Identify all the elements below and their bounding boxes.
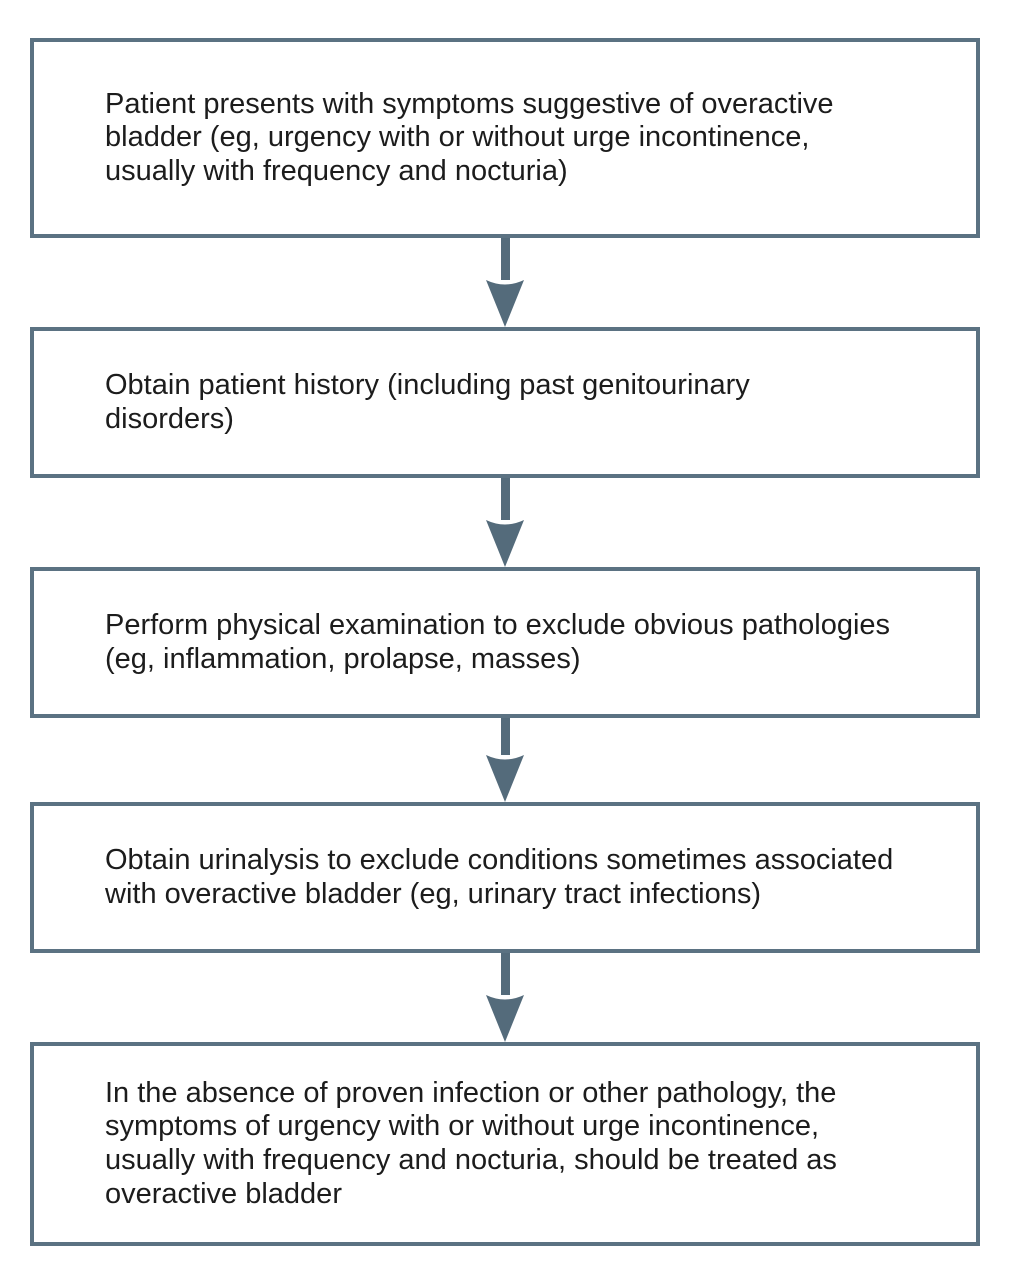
arrow-head xyxy=(486,755,524,802)
flow-step-physical-exam: Perform physical examination to exclude … xyxy=(30,567,980,718)
flow-step-text: Perform physical examination to exclude … xyxy=(105,608,891,675)
arrow-head xyxy=(486,280,524,327)
flow-step-text: In the absence of proven infection or ot… xyxy=(105,1076,837,1210)
flow-step-urinalysis: Obtain urinalysis to exclude conditions … xyxy=(30,802,980,953)
arrow-stem xyxy=(500,953,510,995)
arrow-stem xyxy=(500,478,510,520)
flow-step-treat-as-oab: In the absence of proven infection or ot… xyxy=(30,1042,980,1246)
flow-step-text: Obtain urinalysis to exclude conditions … xyxy=(105,843,894,910)
arrow-stem xyxy=(500,238,510,280)
down-arrow-icon xyxy=(30,953,980,1042)
flow-step-text: Obtain patient history (including past g… xyxy=(105,368,750,435)
flowchart: Patient presents with symptoms suggestiv… xyxy=(30,38,980,1246)
down-arrow-icon xyxy=(30,238,980,327)
arrow-head xyxy=(486,520,524,567)
arrow-head xyxy=(486,995,524,1042)
down-arrow-icon xyxy=(30,718,980,802)
flow-step-obtain-history: Obtain patient history (including past g… xyxy=(30,327,980,478)
flow-step-text: Patient presents with symptoms suggestiv… xyxy=(105,87,834,187)
down-arrow-icon xyxy=(30,478,980,567)
flow-step-patient-presents: Patient presents with symptoms suggestiv… xyxy=(30,38,980,238)
arrow-stem xyxy=(500,718,510,755)
